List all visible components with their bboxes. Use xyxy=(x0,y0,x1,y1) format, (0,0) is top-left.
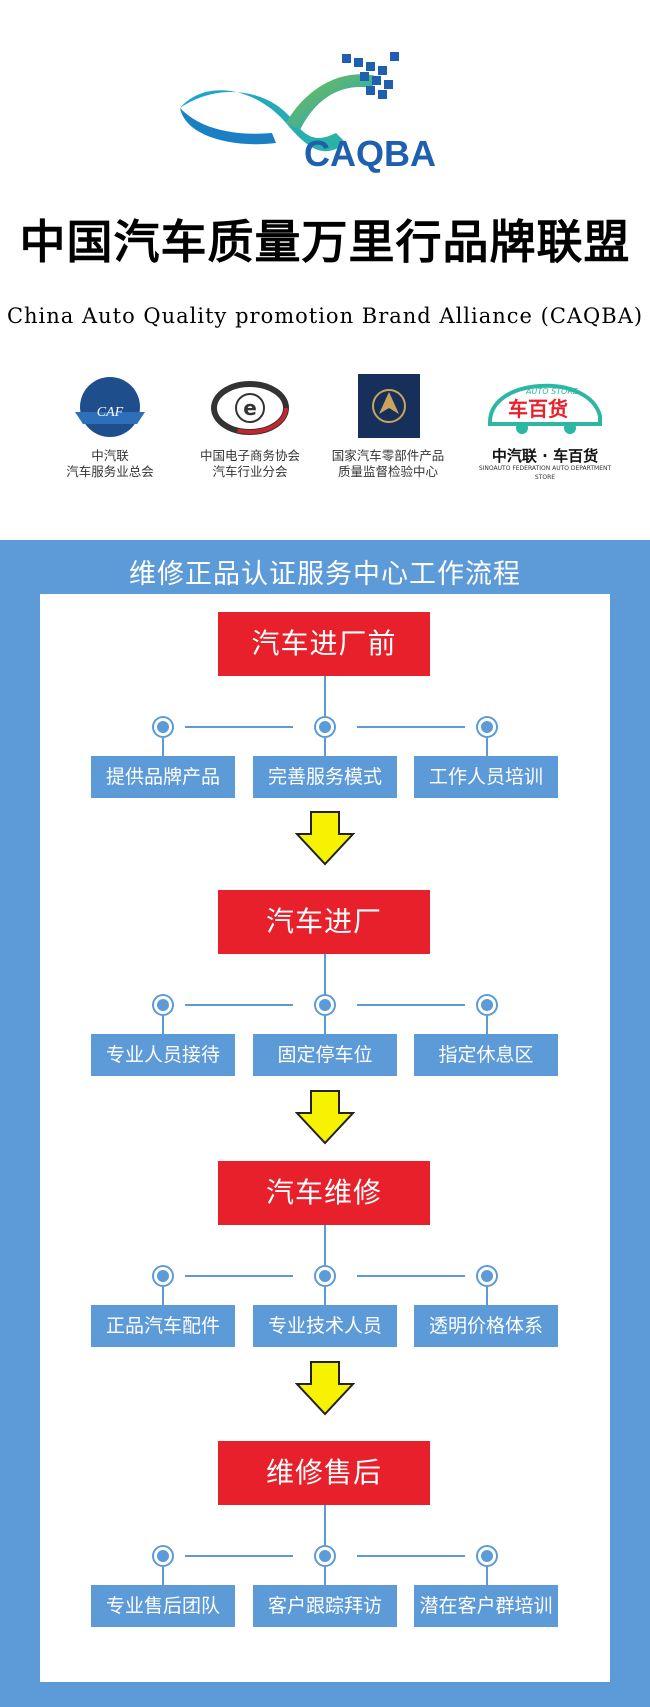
partner-label: 质量监督检验中心 xyxy=(337,464,438,479)
node-dot xyxy=(316,1267,334,1285)
svg-text:e: e xyxy=(243,396,257,420)
connector-line xyxy=(324,1225,326,1267)
flow-title: 维修正品认证服务中心工作流程 xyxy=(129,559,521,590)
connector-line xyxy=(324,954,326,996)
connector-line xyxy=(357,1004,465,1006)
connector-line xyxy=(324,738,326,756)
connector-line xyxy=(324,676,326,718)
connector-line xyxy=(357,1275,465,1277)
connector-line xyxy=(162,1287,164,1305)
node-dot xyxy=(316,718,334,736)
step-item: 潜在客户群培训 xyxy=(414,1585,558,1627)
connector-line xyxy=(486,738,488,756)
partner-label: 中国电子商务协会 xyxy=(199,448,300,463)
svg-text:CAF: CAF xyxy=(97,405,124,420)
partner-inspection: 国家汽车零部件产品 质量监督检验中心 xyxy=(318,372,458,480)
connector-line xyxy=(185,1555,293,1557)
caqba-logo: CAQBA xyxy=(176,48,466,178)
partner-ecommerce: e 中国电子商务协会 汽车行业分会 xyxy=(180,372,320,480)
connector-line xyxy=(185,1004,293,1006)
partner-label: 中汽联 · 车百货 xyxy=(491,447,599,465)
step-item: 客户跟踪拜访 xyxy=(253,1585,397,1627)
connector-line xyxy=(185,726,293,728)
down-arrow-icon xyxy=(294,810,356,866)
connector-line xyxy=(162,1016,164,1034)
step-item: 专业技术人员 xyxy=(253,1305,397,1347)
node-dot xyxy=(154,1267,172,1285)
step-item: 完善服务模式 xyxy=(253,756,397,798)
partner-label: SINOAUTO FEDERATION AUTO DEPARTMENT STOR… xyxy=(478,465,612,481)
connector-line xyxy=(162,738,164,756)
node-dot xyxy=(154,718,172,736)
stage-box: 汽车进厂前 xyxy=(218,612,430,676)
node-dot xyxy=(478,1547,496,1565)
logo-text: CAQBA xyxy=(304,133,436,174)
node-dot xyxy=(478,718,496,736)
stage-box: 汽车维修 xyxy=(218,1161,430,1225)
ecommerce-badge-icon: e xyxy=(211,381,289,435)
node-dot xyxy=(316,996,334,1014)
connector-line xyxy=(324,1567,326,1585)
connector-line xyxy=(324,1505,326,1547)
subtitle: China Auto Quality promotion Brand Allia… xyxy=(6,304,644,328)
partner-label: 中汽联 xyxy=(91,448,129,463)
step-item: 固定停车位 xyxy=(253,1034,397,1076)
step-item: 正品汽车配件 xyxy=(91,1305,235,1347)
partner-label: 汽车行业分会 xyxy=(212,464,288,479)
step-item: 专业售后团队 xyxy=(91,1585,235,1627)
step-item: 透明价格体系 xyxy=(414,1305,558,1347)
node-dot xyxy=(316,1547,334,1565)
stage-box: 汽车进厂 xyxy=(218,890,430,954)
partner-caf: CAF 中汽联 汽车服务业总会 xyxy=(40,372,180,480)
down-arrow-icon xyxy=(294,1360,356,1416)
partner-autostore: AUTO STORE 车百货 中汽联 · 车百货 SINOAUTO FEDERA… xyxy=(470,372,620,482)
connector-line xyxy=(486,1016,488,1034)
node-dot xyxy=(478,1267,496,1285)
node-dot xyxy=(478,996,496,1014)
step-item: 指定休息区 xyxy=(414,1034,558,1076)
node-dot xyxy=(154,996,172,1014)
node-dot xyxy=(154,1547,172,1565)
connector-line xyxy=(486,1567,488,1585)
partner-label: 国家汽车零部件产品 xyxy=(331,448,445,463)
caf-badge-icon: CAF xyxy=(75,377,145,437)
connector-line xyxy=(486,1287,488,1305)
connector-line xyxy=(357,1555,465,1557)
inspection-badge-icon xyxy=(358,374,420,438)
svg-text:车百货: 车百货 xyxy=(508,397,568,421)
step-item: 工作人员培训 xyxy=(414,756,558,798)
connector-line xyxy=(185,1275,293,1277)
connector-line xyxy=(324,1016,326,1034)
down-arrow-icon xyxy=(294,1089,356,1145)
connector-line xyxy=(357,726,465,728)
svg-text:AUTO STORE: AUTO STORE xyxy=(525,387,579,396)
step-item: 专业人员接待 xyxy=(91,1034,235,1076)
step-item: 提供品牌产品 xyxy=(91,756,235,798)
stage-box: 维修售后 xyxy=(218,1441,430,1505)
connector-line xyxy=(162,1567,164,1585)
main-title: 中国汽车质量万里行品牌联盟 xyxy=(19,215,631,269)
connector-line xyxy=(324,1287,326,1305)
autostore-badge-icon: AUTO STORE 车百货 xyxy=(488,383,602,434)
partner-label: 汽车服务业总会 xyxy=(66,464,154,479)
